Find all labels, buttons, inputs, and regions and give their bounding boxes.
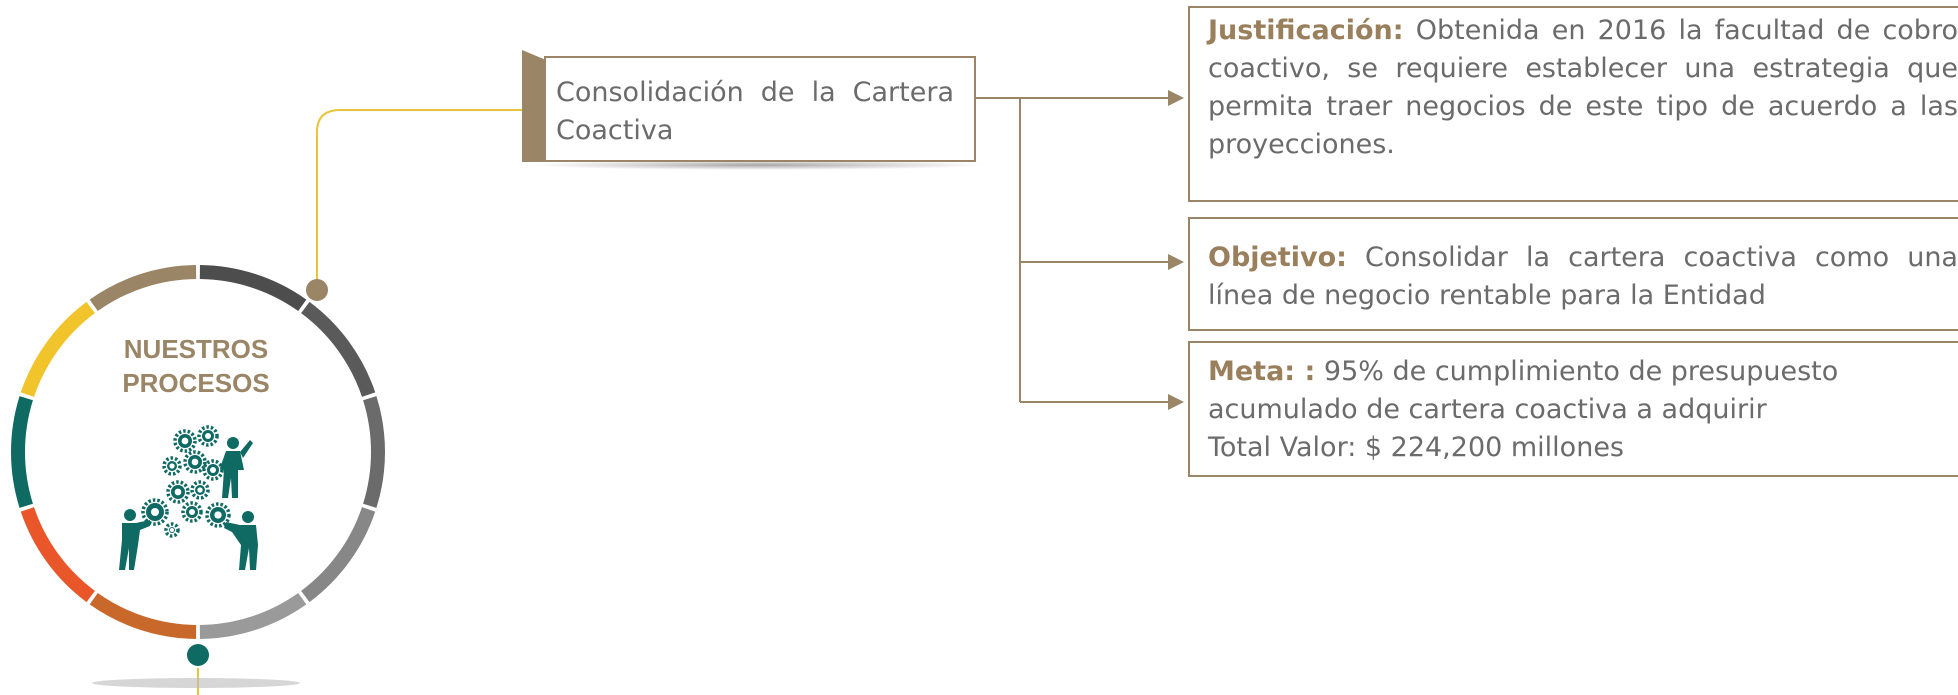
ring-segment <box>199 265 307 312</box>
ring-segment <box>301 507 376 603</box>
gear-hole <box>170 528 174 532</box>
justificacion-label: Justificación: <box>1208 15 1404 46</box>
ring-segment <box>11 396 33 508</box>
gear-icon <box>162 456 182 476</box>
gear-icon <box>202 459 224 481</box>
ring-segment <box>89 592 197 639</box>
gear-hole <box>205 433 211 439</box>
meta-box: Meta: : 95% de cumplimiento de presupues… <box>1188 341 1958 477</box>
gear-icon <box>205 502 231 528</box>
meta-total: Total Valor: $ 224,200 millones <box>1208 432 1624 463</box>
ring-segment <box>363 396 385 508</box>
node-dot-top <box>306 279 328 301</box>
process-title-text: Consolidación de la Cartera Coactiva <box>556 77 954 146</box>
circle-label-line1: NUESTROS <box>123 334 269 364</box>
objetivo-text: Consolidar la cartera coactiva como una … <box>1208 242 1958 311</box>
gear-hole <box>197 487 203 493</box>
gear-icon <box>183 450 207 474</box>
title-box-shadow <box>528 160 988 170</box>
circle-label-line2: PROCESOS <box>122 368 270 398</box>
arrowhead-meta <box>1168 394 1184 410</box>
ring-segment <box>20 507 95 603</box>
meta-text: 95% de cumplimiento de presupuesto acumu… <box>1208 356 1839 425</box>
title-box-tab <box>522 50 546 162</box>
gear-icon <box>166 480 190 504</box>
gear-hole <box>174 488 182 496</box>
gear-icon <box>164 522 180 538</box>
gear-hole <box>191 458 199 466</box>
gear-hole <box>151 508 159 516</box>
process-title-box: Consolidación de la Cartera Coactiva <box>544 56 976 162</box>
justificacion-text: Obtenida en 2016 la facultad de cobro co… <box>1208 15 1958 160</box>
gear-hole <box>210 467 216 473</box>
connector-line-yellow <box>316 109 524 290</box>
justificacion-box: Justificación: Obtenida en 2016 la facul… <box>1188 6 1958 202</box>
ring-segment <box>20 301 95 397</box>
wheel-shadow <box>92 678 300 688</box>
objetivo-label: Objetivo: <box>1208 242 1347 273</box>
gear-hole <box>181 437 189 445</box>
gear-icon <box>190 480 210 500</box>
objetivo-box: Objetivo: Consolidar la cartera coactiva… <box>1188 217 1958 331</box>
gear-hole <box>189 509 195 515</box>
ring-segment <box>89 265 197 312</box>
gear-hole <box>169 463 175 469</box>
arrowhead-objetivo <box>1168 254 1184 270</box>
gear-hole <box>214 511 222 519</box>
node-dot-bottom <box>187 644 209 666</box>
process-ring <box>11 265 385 639</box>
gear-icon <box>197 425 219 447</box>
meta-label: Meta: : <box>1208 356 1316 387</box>
gear-icon <box>141 498 169 526</box>
arrowhead-justificacion <box>1168 90 1184 106</box>
gear-icon <box>181 501 203 523</box>
gear-icon <box>173 429 197 453</box>
ring-segment <box>199 592 307 639</box>
people-building-gears-icon <box>119 425 258 570</box>
ring-segment <box>301 301 376 397</box>
